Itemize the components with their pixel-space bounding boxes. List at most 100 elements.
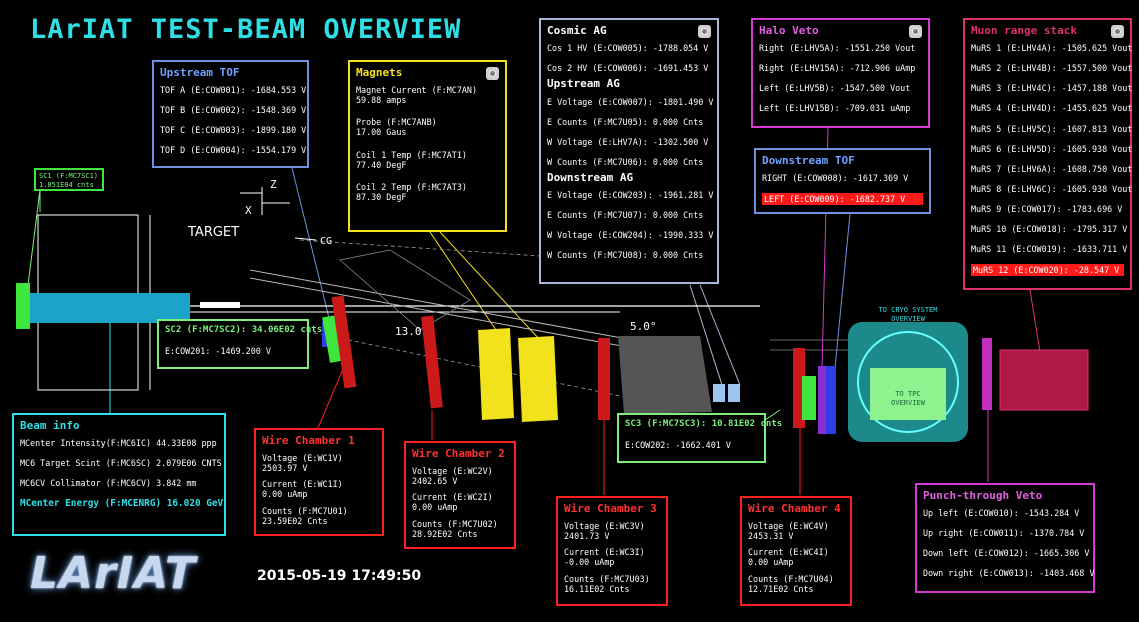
wire-chamber-4-panel[interactable]: Wire Chamber 4 Voltage (E:WC4V)2453.31 V… — [740, 496, 852, 606]
sc2-counter[interactable] — [322, 315, 344, 363]
z-axis-label: Z — [270, 178, 277, 191]
page-title: LArIAT TEST-BEAM OVERVIEW — [30, 14, 462, 45]
sc3-panel[interactable]: SC3 (F:MC7SC3): 10.81E02 cnts E:COW202: … — [617, 413, 783, 463]
downstream-ag-counter-2[interactable] — [728, 384, 740, 402]
beam-info-row: MC6CV Collimator (F:MC6CV) 3.842 mm — [20, 478, 197, 489]
sc3-voltage: E:COW202: -1662.401 V — [625, 439, 731, 450]
downstream-ag-row: E Counts (F:MC7U07): 0.000 Cnts — [547, 210, 704, 221]
wc3-current-value: -0.00 uAmp — [564, 557, 615, 568]
wire-chamber-2-panel[interactable]: Wire Chamber 2 Voltage (E:WC2V)2402.65 V… — [404, 441, 516, 549]
tpc-box[interactable] — [870, 368, 946, 420]
muon-row: MuRS 5 (E:LHV5C): -1607.813 Vout — [971, 123, 1133, 134]
upstream-tof-row: TOF B (E:COW002): -1548.369 V — [160, 105, 307, 116]
wire-chamber-2-title: Wire Chamber 2 — [412, 447, 505, 460]
magnet-1-shape[interactable] — [478, 328, 514, 420]
beam-info-row: MCenter Intensity(F:MC6IC) 44.33E08 ppp — [20, 438, 217, 449]
collimator-shape — [618, 336, 712, 414]
muon-row: MuRS 7 (E:LHV6A): -1608.750 Vout — [971, 163, 1133, 174]
downstream-ag-row: W Counts (F:MC7U08): 0.000 Cnts — [547, 250, 704, 261]
punch-through-veto-panel[interactable]: Punch-through Veto Up left (E:COW010): -… — [915, 483, 1095, 593]
halo-veto-row: Left (E:LHV15B): -709.031 uAmp — [759, 103, 911, 114]
downstream-tof-row: RIGHT (E:COW008): -1617.369 V — [762, 173, 909, 184]
upstream-tof-row: TOF A (E:COW001): -1684.553 V — [160, 85, 307, 96]
sc2-panel[interactable]: SC2 (F:MC7SC2): 34.06E02 cnts E:COW201: … — [157, 319, 323, 369]
angle-13-label: 13.0° — [395, 325, 428, 338]
muon-range-stack-panel[interactable]: Muon range stack MuRS 1 (E:LHV4A): -1505… — [963, 18, 1132, 290]
punch-through-row: Up left (E:COW010): -1543.284 V — [923, 508, 1080, 519]
halo-veto-settings-gear-icon[interactable] — [909, 25, 922, 38]
cosmic-ag-title: Cosmic AG — [547, 24, 607, 37]
wire-chamber-1-panel[interactable]: Wire Chamber 1 Voltage (E:WC1V)2503.97 V… — [254, 428, 384, 536]
sc1-value: 1.851E04 cnts — [39, 180, 94, 189]
wc2-counts-label: Counts (F:MC7U02) — [412, 518, 498, 529]
halo-veto-shape[interactable] — [818, 366, 826, 434]
downstream-ag-row: E Voltage (E:COW203): -1961.281 V — [547, 190, 714, 201]
wc2-current-value: 0.00 uAmp — [412, 502, 458, 513]
lariat-logo: LArIAT — [30, 548, 197, 599]
wc1-counts-value: 23.59E02 Cnts — [262, 515, 328, 526]
probe-value: 17.00 Gaus — [356, 127, 407, 138]
wc4-counts-value: 12.71E02 Cnts — [748, 583, 814, 594]
upstream-ag-row: E Voltage (E:COW007): -1801.490 V — [547, 96, 714, 107]
punch-through-row: Down right (E:COW013): -1403.468 V — [923, 568, 1095, 579]
upstream-ag-row: W Voltage (E:LHV7A): -1302.500 V — [547, 136, 709, 147]
tpc-label-2: OVERVIEW — [891, 399, 926, 407]
halo-veto-row: Right (E:LHV15A): -712.906 uAmp — [759, 63, 916, 74]
halo-veto-panel[interactable]: Halo Veto Right (E:LHV5A): -1551.250 Vou… — [751, 18, 930, 128]
downstream-tof-shape[interactable] — [826, 366, 836, 434]
wc4-voltage-label: Voltage (E:WC4V) — [748, 521, 829, 532]
muon-row: MuRS 4 (E:LHV4D): -1455.625 Vout — [971, 103, 1133, 114]
muon-range-stack-shape[interactable] — [999, 349, 1089, 411]
punch-through-veto-shape[interactable] — [982, 338, 992, 410]
punch-through-row: Down left (E:COW012): -1665.306 V — [923, 548, 1090, 559]
sc1-counter[interactable] — [16, 283, 30, 329]
halo-veto-title: Halo Veto — [759, 24, 819, 37]
wc1-current-value: 0.00 uAmp — [262, 489, 308, 500]
upstream-ag-row: W Counts (F:MC7U06): 0.000 Cnts — [547, 156, 704, 167]
wire-chamber-2-shape[interactable] — [421, 315, 443, 409]
sc3-counter[interactable] — [802, 376, 816, 420]
wire-chamber-4-title: Wire Chamber 4 — [748, 502, 841, 515]
sc2-label: SC2 (F:MC7SC2): 34.06E02 cnts — [165, 325, 323, 335]
muon-row-alarm: MuRS 12 (E:COW020): -28.547 V — [971, 264, 1124, 277]
downstream-ag-counter-1[interactable] — [713, 384, 725, 402]
ag-settings-gear-icon[interactable] — [698, 25, 711, 38]
punch-through-row: Up right (E:COW011): -1370.784 V — [923, 528, 1085, 539]
upstream-ag-row: E Counts (F:MC7U05): 0.000 Cnts — [547, 116, 704, 127]
wc2-voltage-label: Voltage (E:WC2V) — [412, 466, 493, 477]
anti-coincidence-panel[interactable]: Cosmic AG Cos 1 HV (E:COW005): -1788.054… — [539, 18, 719, 284]
beam-pipe — [30, 293, 190, 323]
sc1-panel[interactable]: SC1 (F:MC7SC1) 1.851E04 cnts — [34, 168, 104, 191]
cosmic-ag-row: Cos 2 HV (E:COW006): -1691.453 V — [547, 63, 709, 74]
muon-range-settings-gear-icon[interactable] — [1111, 25, 1124, 38]
wire-chamber-3-shape[interactable] — [598, 338, 610, 420]
muon-row: MuRS 6 (E:LHV5D): -1605.938 Vout — [971, 143, 1133, 154]
magnets-panel[interactable]: Magnets Magnet Current (F:MC7AN)59.88 am… — [348, 60, 507, 232]
magnets-settings-gear-icon[interactable] — [486, 67, 499, 80]
magnet-2-shape[interactable] — [518, 336, 558, 422]
wire-chamber-1-shape[interactable] — [331, 295, 357, 389]
wc2-voltage-value: 2402.65 V — [412, 476, 458, 487]
wc2-counts-value: 28.92E02 Cnts — [412, 528, 478, 539]
target-label: TARGET — [187, 225, 239, 240]
coil2-temp-value: 87.30 DegF — [356, 191, 407, 202]
downstream-ag-row: W Voltage (E:COW204): -1990.333 V — [547, 230, 714, 241]
probe-label: Probe (F:MC7ANB) — [356, 117, 437, 128]
downstream-tof-panel[interactable]: Downstream TOF RIGHT (E:COW008): -1617.3… — [754, 148, 931, 214]
halo-veto-row: Right (E:LHV5A): -1551.250 Vout — [759, 43, 916, 54]
beam-energy: MCenter Energy (F:MCENRG) 16.020 GeV — [20, 498, 224, 510]
angle-5-label: 5.0° — [630, 320, 657, 333]
timestamp: 2015-05-19 17:49:50 — [257, 568, 422, 584]
cryo-label-1: TO CRYO SYSTEM — [878, 306, 937, 314]
wc4-voltage-value: 2453.31 V — [748, 531, 794, 542]
upstream-tof-row: TOF D (E:COW004): -1554.179 V — [160, 145, 307, 156]
wire-chamber-3-panel[interactable]: Wire Chamber 3 Voltage (E:WC3V)2401.73 V… — [556, 496, 668, 606]
x-axis-label: X — [245, 204, 252, 217]
sc2-voltage: E:COW201: -1469.200 V — [165, 345, 271, 356]
upstream-tof-panel[interactable]: Upstream TOF TOF A (E:COW001): -1684.553… — [152, 60, 309, 168]
sc3-label: SC3 (F:MC7SC3): 10.81E02 cnts — [625, 419, 783, 429]
coil1-temp-value: 77.40 DegF — [356, 159, 407, 170]
muon-row: MuRS 2 (E:LHV4B): -1557.500 Vout — [971, 63, 1133, 74]
beam-info-panel[interactable]: Beam info MCenter Intensity(F:MC6IC) 44.… — [12, 413, 226, 536]
